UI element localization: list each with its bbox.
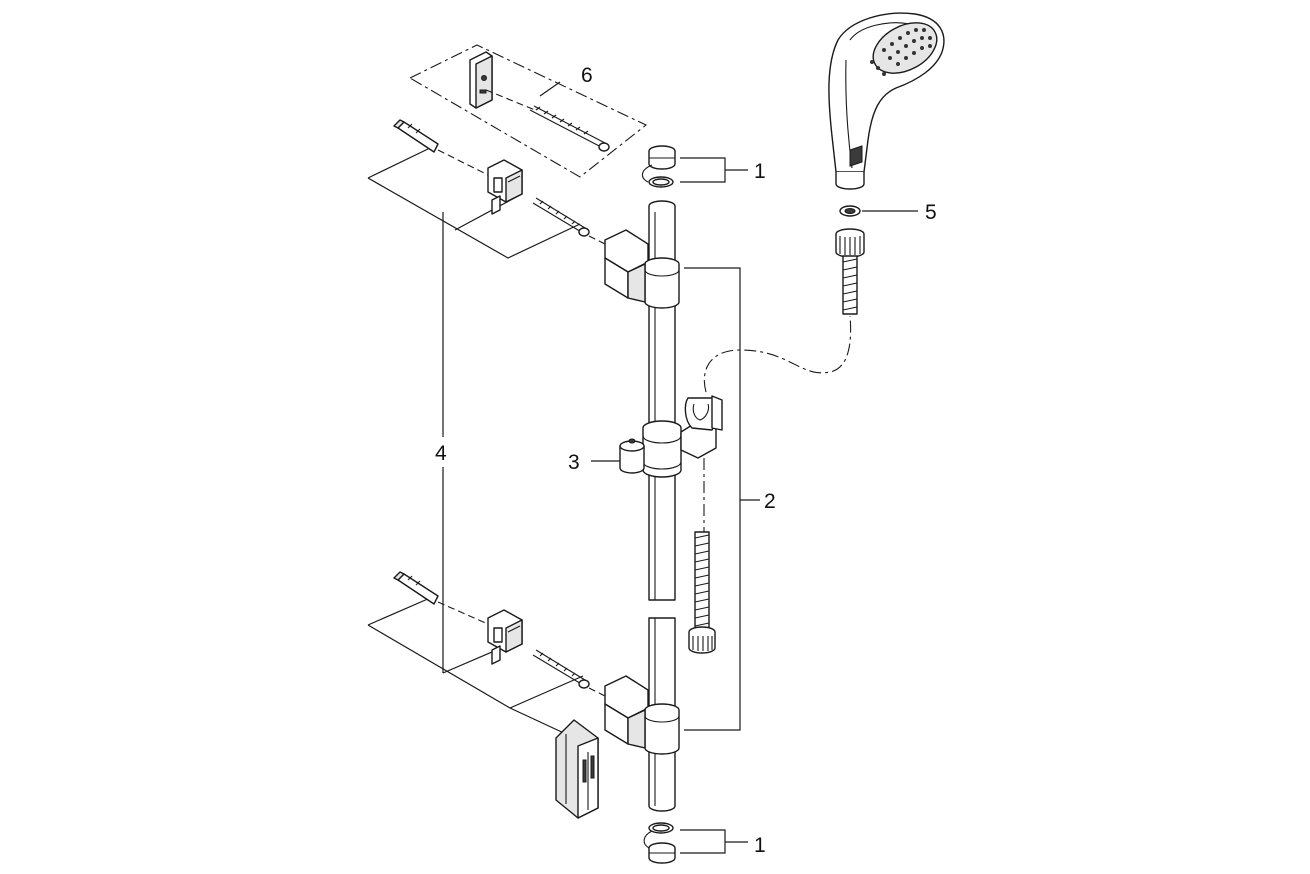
hose-connector <box>688 458 716 654</box>
rail-holder-lower <box>604 675 680 755</box>
hand-shower <box>828 12 945 190</box>
callout-6: 6 <box>581 64 593 87</box>
callout-4: 4 <box>435 442 447 465</box>
long-screw <box>529 105 610 152</box>
callout-5: 5 <box>925 201 937 224</box>
wall-brackets-group: 4 <box>367 119 606 819</box>
end-cap-bottom <box>643 822 676 864</box>
bracket-clip-upper <box>487 159 523 215</box>
upper-plane-base <box>367 177 581 259</box>
lower-plane-cover-edge <box>509 707 567 735</box>
fixing-set-group: 6 <box>408 44 648 178</box>
leader-2 <box>684 267 741 731</box>
screw-lower <box>532 649 590 689</box>
callout-2: 2 <box>764 490 776 513</box>
wall-plug-upper <box>393 119 439 153</box>
shower-rail-group: 1 2 <box>604 145 776 864</box>
slider-group: 3 <box>568 395 723 478</box>
hose-path <box>703 315 852 393</box>
callout-1-top: 1 <box>754 160 766 183</box>
hose-end <box>835 228 865 315</box>
screw-upper <box>532 197 590 237</box>
end-cap-top <box>641 145 676 188</box>
fixing-set-leader <box>539 81 561 97</box>
lower-plane-edge <box>367 597 431 626</box>
leader-1-bottom <box>680 829 726 854</box>
lower-plane-base <box>367 624 584 709</box>
wall-plug-lower <box>393 571 439 605</box>
wall-plug-small <box>469 51 493 109</box>
callout-1-bottom: 1 <box>754 834 766 857</box>
callout-3: 3 <box>568 451 580 474</box>
leader-1-top <box>680 157 726 183</box>
bracket-clip-lower <box>487 609 523 665</box>
fixing-axis-line <box>485 89 536 111</box>
fixing-set-outline <box>408 44 648 178</box>
upper-plane-edge <box>367 147 431 179</box>
rail-holder-upper <box>604 229 680 309</box>
hand-shower-group: 5 <box>828 12 945 315</box>
bracket-cover <box>555 719 599 819</box>
